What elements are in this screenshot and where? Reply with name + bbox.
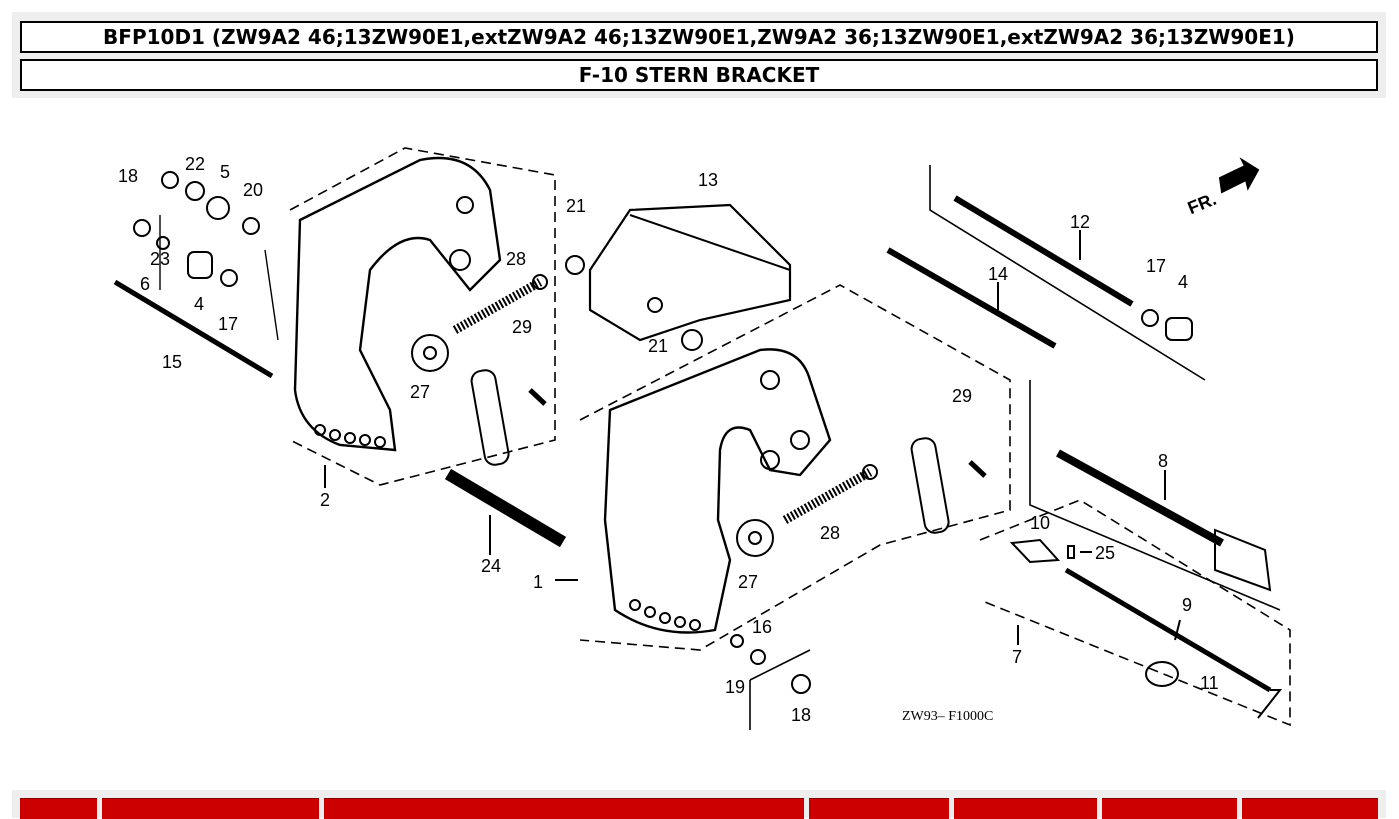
bracket-end-8 [1214, 528, 1272, 592]
rod-8 [1056, 449, 1224, 547]
callout[interactable]: 13 [698, 170, 718, 190]
callout[interactable]: 18 [118, 166, 138, 186]
spring-28b [782, 468, 873, 524]
cover-13 [588, 203, 792, 342]
callout[interactable]: 24 [481, 556, 501, 576]
callout[interactable]: 21 [648, 336, 668, 356]
model-title: BFP10D1 (ZW9A2 46;13ZW90E1,extZW9A2 46;1… [20, 21, 1378, 53]
section-title: F-10 STERN BRACKET [20, 59, 1378, 91]
spring-28a [452, 278, 543, 334]
callout[interactable]: 4 [194, 294, 204, 314]
plate-29a [470, 369, 510, 466]
callout[interactable]: 10 [1030, 513, 1050, 533]
callout[interactable]: 9 [1182, 595, 1192, 615]
table-header-cell[interactable] [20, 798, 97, 819]
diagram-code: ZW93– F1000C [902, 709, 993, 724]
callout[interactable]: 11 [1200, 673, 1219, 693]
callout[interactable]: 17 [1146, 256, 1166, 276]
callout[interactable]: 22 [185, 154, 205, 174]
callout[interactable]: 12 [1070, 212, 1090, 232]
rod-9 [1064, 567, 1272, 693]
bolt-14 [886, 247, 1057, 349]
grommet-27b [736, 519, 774, 557]
callout[interactable]: 15 [162, 352, 182, 372]
parts-diagram[interactable]: 18 22 5 20 23 6 4 17 15 2 21 13 28 29 27… [0, 100, 1399, 780]
stern-bracket-1 [603, 348, 832, 634]
group-frame-12 [929, 165, 1206, 381]
group-frame-2 [289, 147, 556, 486]
callout[interactable]: 6 [140, 274, 150, 294]
stern-bracket-2 [293, 156, 502, 452]
callout[interactable]: 29 [952, 386, 972, 406]
rod-12 [953, 195, 1134, 307]
table-header-cell[interactable] [1102, 798, 1237, 819]
callout[interactable]: 29 [512, 317, 532, 337]
table-header-cell[interactable] [324, 798, 804, 819]
parts-table-header-bar [12, 790, 1386, 819]
callout[interactable]: 4 [1178, 272, 1188, 292]
callout[interactable]: 23 [150, 249, 170, 269]
bolt-15 [113, 279, 274, 379]
group-frame-7 [979, 499, 1291, 727]
callout[interactable]: 27 [410, 382, 430, 402]
callout[interactable]: 28 [506, 249, 526, 269]
callout[interactable]: 28 [820, 523, 840, 543]
callout[interactable]: 20 [243, 180, 263, 200]
callout[interactable]: 14 [988, 264, 1008, 284]
table-header-cell[interactable] [954, 798, 1097, 819]
callout[interactable]: 5 [220, 162, 230, 182]
callout[interactable]: 27 [738, 572, 758, 592]
direction-label: FR. [1185, 189, 1219, 218]
pipe-24 [444, 468, 567, 548]
callout[interactable]: 1 [533, 572, 543, 592]
callout[interactable]: 16 [752, 617, 772, 637]
callout[interactable]: 25 [1095, 543, 1115, 563]
callout[interactable]: 17 [218, 314, 238, 334]
callout[interactable]: 7 [1012, 647, 1022, 667]
table-header-cell[interactable] [102, 798, 319, 819]
group-frame-8 [1029, 380, 1281, 611]
plate-29b [910, 437, 950, 534]
callout[interactable]: 19 [725, 677, 745, 697]
group-frame-1 [579, 284, 1011, 651]
table-header-cell[interactable] [809, 798, 949, 819]
callout[interactable]: 21 [566, 196, 586, 216]
grommet-27a [411, 334, 449, 372]
callout[interactable]: 8 [1158, 451, 1168, 471]
table-header-cell[interactable] [1242, 798, 1378, 819]
callout[interactable]: 2 [320, 490, 330, 510]
callout[interactable]: 18 [791, 705, 811, 725]
